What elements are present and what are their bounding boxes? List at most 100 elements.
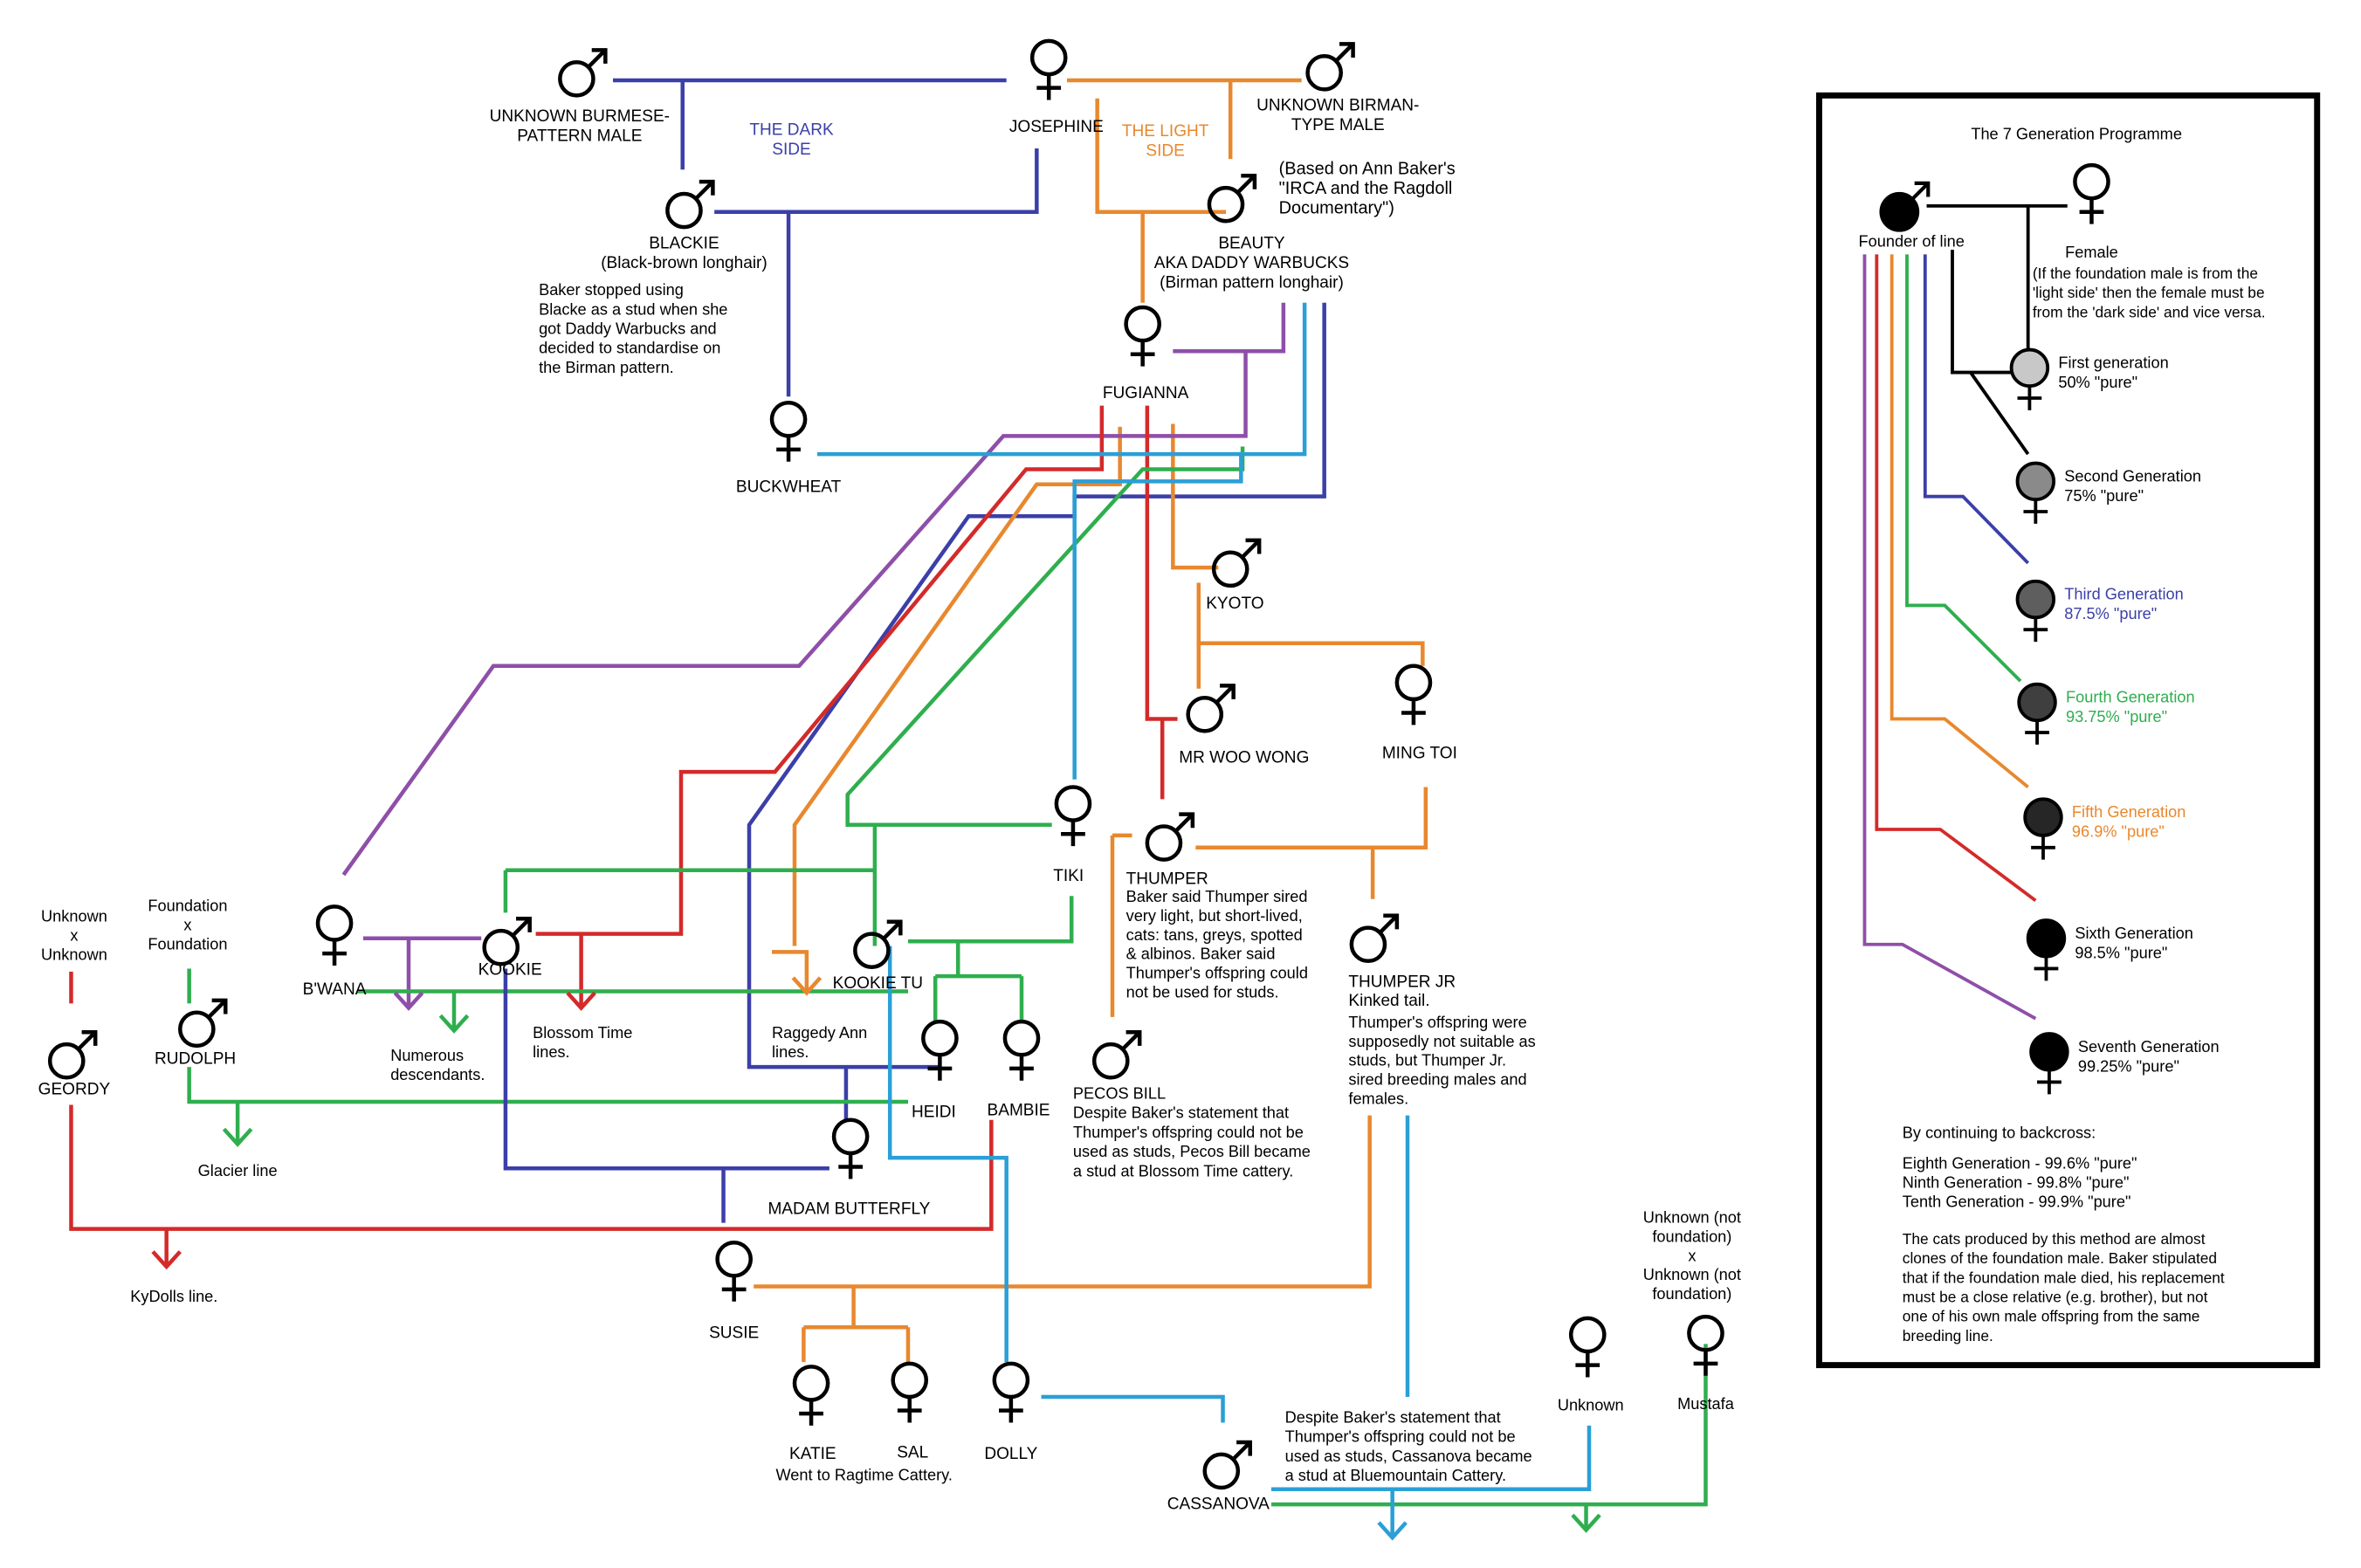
line-arrowheads (151, 976, 1601, 1541)
unknown-label: Unknown (1558, 1397, 1624, 1414)
mustafa-label: Mustafa (1677, 1395, 1735, 1413)
dolly-label: DOLLY (984, 1445, 1037, 1463)
legend-founder-label: Founder of line (1859, 233, 1965, 251)
heidi-label: HEIDI (912, 1103, 956, 1121)
generation-1-female-icon (2009, 347, 2050, 410)
founder-male-icon (1879, 181, 1931, 232)
rudolph-label: RUDOLPH (155, 1050, 236, 1069)
legend-female-label: Female (2065, 244, 2118, 261)
male-symbol-icon (1352, 916, 1397, 961)
buckwheat-label: BUCKWHEAT (736, 478, 842, 496)
female-symbol-icon (893, 1364, 926, 1423)
josephine-label: JOSEPHINE (1009, 118, 1104, 136)
blackie-label: BLACKIE(Black-brown longhair) (601, 234, 767, 272)
generation-6-female-icon (2026, 918, 2067, 981)
generation-3-female-icon (2015, 579, 2056, 643)
female-symbol-icon (795, 1366, 828, 1426)
susie-label: SUSIE (709, 1324, 759, 1342)
male-symbol-icon (1209, 175, 1255, 221)
kydolls-line-label: KyDolls line. (130, 1288, 217, 1305)
backcross-title: By continuing to backcross: (1903, 1124, 2096, 1142)
male-symbol-icon (1094, 1032, 1139, 1077)
madam-butterfly-label: MADAM BUTTERFLY (767, 1200, 930, 1218)
female-symbol-icon (1571, 1318, 1604, 1378)
generation-5-female-icon (2023, 797, 2063, 860)
female-symbol-icon (995, 1364, 1028, 1423)
sal-label: SAL (897, 1443, 928, 1461)
kookie-tu-label: KOOKIE TU (833, 974, 923, 993)
female-symbol-icon (772, 402, 805, 462)
legend-border (1816, 92, 2321, 1369)
female-symbol-icon (718, 1242, 751, 1302)
cassanova-label: CASSANOVA (1167, 1495, 1270, 1513)
generation-2-female-icon (2015, 461, 2056, 524)
male-symbol-icon (485, 918, 530, 964)
female-symbol-icon (1397, 666, 1430, 726)
male-symbol-icon (667, 182, 712, 227)
male-symbol-icon (1214, 540, 1259, 586)
female-symbol-icon (318, 906, 351, 966)
generation-4-female-icon (2017, 682, 2057, 745)
lineage-lines (69, 78, 1708, 1537)
ming-toi-label: MING TOI (1382, 745, 1457, 763)
mr-woo-wong-label: MR WOO WONG (1179, 749, 1309, 767)
thumper-label: THUMPER (1126, 870, 1208, 888)
male-symbol-icon (1188, 685, 1234, 731)
female-symbol-icon (1057, 787, 1090, 846)
male-symbol-icon (180, 1001, 225, 1046)
generation-legend: The 7 Generation Programme Founder of li… (1816, 92, 2321, 1369)
source-note: (Based on Ann Baker's"IRCA and the Ragdo… (1279, 159, 1456, 217)
bwana-label: B'WANA (303, 980, 367, 999)
male-symbol-icon (560, 50, 605, 95)
ragtime-note: Went to Ragtime Cattery. (775, 1466, 952, 1483)
geordy-label: GEORDY (38, 1080, 111, 1098)
katie-label: KATIE (789, 1445, 836, 1463)
female-symbol-icon (1126, 307, 1160, 367)
kyoto-label: KYOTO (1206, 595, 1263, 613)
tiki-label: TIKI (1053, 867, 1084, 885)
bambie-label: BAMBIE (988, 1102, 1050, 1120)
male-symbol-icon (855, 922, 900, 967)
female-symbol-icon (834, 1120, 867, 1179)
fugianna-label: FUGIANNA (1103, 384, 1189, 402)
legend-title: The 7 Generation Programme (1971, 126, 2182, 143)
unknown-birman-label: UNKNOWN BIRMAN-TYPE MALE (1256, 97, 1419, 135)
backcross-list: Eighth Generation - 99.6% "pure"Ninth Ge… (1903, 1154, 2137, 1210)
female-symbol-icon (1005, 1021, 1038, 1081)
male-symbol-icon (50, 1032, 95, 1077)
kookie-label: KOOKIE (478, 960, 542, 979)
generation-7-female-icon (2029, 1032, 2069, 1095)
glacier-line-label: Glacier line (198, 1162, 278, 1179)
unknown-burmese-label: UNKNOWN BURMESE-PATTERN MALE (490, 107, 670, 146)
male-symbol-icon (1147, 815, 1193, 860)
clone-note: The cats produced by this method are alm… (1903, 1230, 2225, 1344)
female-symbol-icon (923, 1021, 956, 1081)
male-symbol-icon (1308, 44, 1353, 89)
legend-female-icon (2075, 165, 2108, 224)
male-symbol-icon (1205, 1442, 1250, 1488)
legend-female-note: (If the foundation male is from the'ligh… (2033, 265, 2266, 320)
